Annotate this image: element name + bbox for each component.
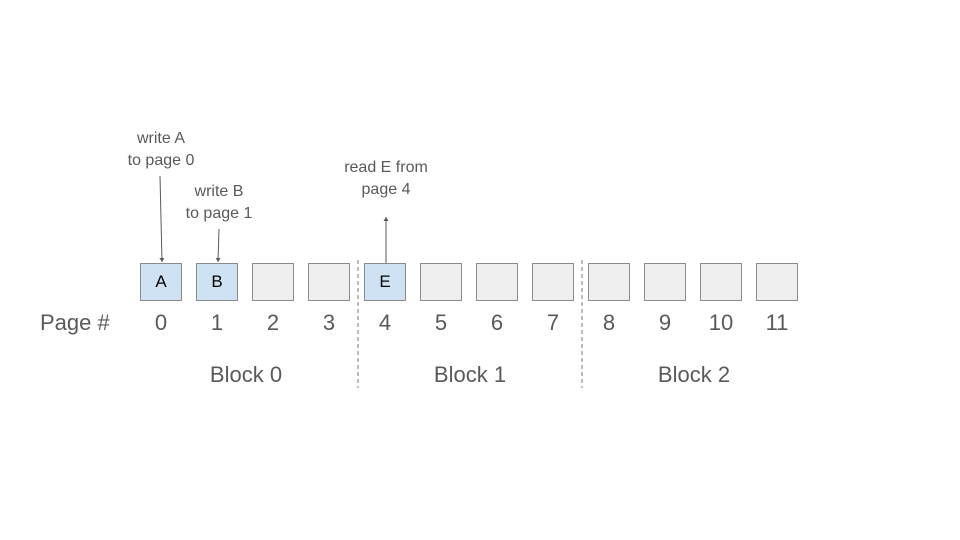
annotation-read-e-line1: read E from: [344, 159, 428, 176]
annotation-read-e-line2: page 4: [361, 181, 411, 198]
page-cell-11: [756, 263, 798, 301]
write-b-arrow: [215, 228, 221, 263]
page-number-5: 5: [434, 310, 448, 335]
page-number-8: 8: [602, 310, 616, 335]
block-label-0: Block 0: [209, 362, 283, 387]
page-number-11: 11: [765, 310, 789, 335]
page-number-4: 4: [378, 310, 392, 335]
page-cell-0: A: [140, 263, 182, 301]
page-cell-3: [308, 263, 350, 301]
page-number-7: 7: [546, 310, 560, 335]
page-number-row-label: Page #: [40, 310, 110, 335]
annotation-write-b-line2: to page 1: [185, 205, 253, 222]
annotation-write-a-line1: write A: [136, 130, 185, 147]
page-number-10: 10: [708, 310, 734, 335]
page-cell-7: [532, 263, 574, 301]
block-label-2: Block 2: [657, 362, 731, 387]
annotation-write-a-line2: to page 0: [127, 152, 195, 169]
page-cell-2: [252, 263, 294, 301]
page-cell-9: [644, 263, 686, 301]
page-number-2: 2: [266, 310, 280, 335]
page-number-6: 6: [490, 310, 504, 335]
annotation-write-b-line1: write B: [194, 183, 244, 200]
page-cell-1: B: [196, 263, 238, 301]
page-cell-10: [700, 263, 742, 301]
annotation-write-b: write B to page 1: [166, 181, 272, 225]
block-label-1: Block 1: [433, 362, 507, 387]
page-number-0: 0: [154, 310, 168, 335]
write-a-arrow: [159, 175, 165, 263]
page-cell-5: [420, 263, 462, 301]
page-cell-4: E: [364, 263, 406, 301]
page-number-3: 3: [322, 310, 336, 335]
annotation-write-a: write A to page 0: [108, 128, 214, 172]
page-cell-8: [588, 263, 630, 301]
page-number-1: 1: [210, 310, 224, 335]
annotation-read-e: read E from page 4: [326, 157, 446, 201]
page-number-9: 9: [658, 310, 672, 335]
page-cell-6: [476, 263, 518, 301]
